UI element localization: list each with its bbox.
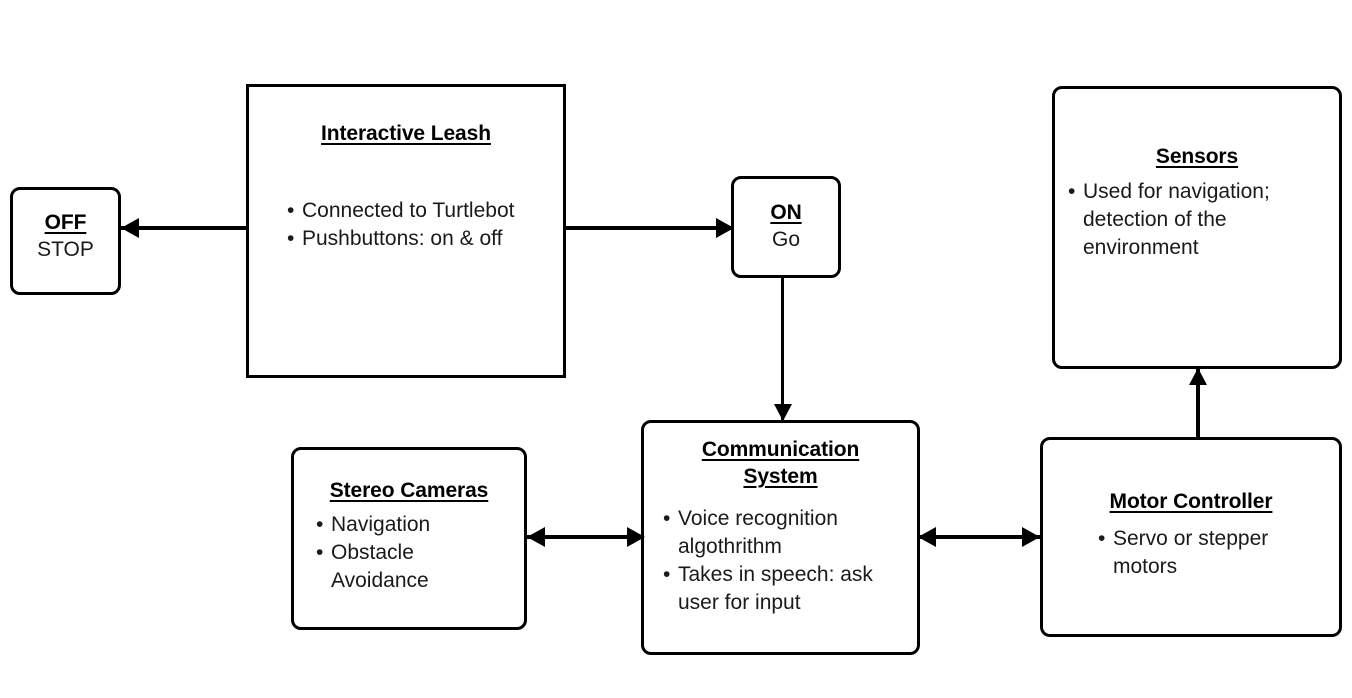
node-communication-system-bullets: Voice recognition algothrithm Takes in s… — [663, 505, 907, 617]
edge-leash-to-off-arrowhead — [121, 218, 139, 238]
node-off-title: OFF — [44, 211, 87, 234]
list-item: Used for navigation; detection of the en… — [1068, 178, 1277, 262]
edge-on-to-comm-line — [781, 276, 784, 421]
list-item: Servo or stepper motors — [1098, 525, 1305, 581]
edge-comm-motor-line — [918, 535, 1040, 539]
list-item: Connected to Turtlebot — [287, 197, 549, 225]
node-sensors-bullets: Used for navigation; detection of the en… — [1068, 178, 1277, 262]
list-item: Voice recognition algothrithm — [663, 505, 907, 561]
node-on-subtitle: Go — [771, 228, 800, 251]
edge-on-to-comm-arrowhead — [774, 404, 792, 421]
node-on[interactable]: ON Go — [731, 176, 841, 278]
edge-motor-to-sensors-line — [1196, 368, 1200, 440]
node-motor-controller[interactable]: Motor Controller Servo or stepper motors — [1040, 437, 1342, 637]
node-motor-controller-title: Motor Controller — [1109, 490, 1273, 513]
list-item: Pushbuttons: on & off — [287, 225, 549, 253]
node-communication-system-title-line2: System — [743, 465, 818, 488]
list-item: Takes in speech: ask user for input — [663, 561, 907, 617]
edge-cameras-comm-arrowhead-right — [627, 527, 645, 547]
edge-cameras-comm-line — [527, 535, 645, 539]
edge-leash-to-on-arrowhead — [716, 218, 734, 238]
edge-leash-to-on-line — [566, 226, 734, 230]
node-communication-system[interactable]: Communication System Voice recognition a… — [641, 420, 920, 655]
node-off-subtitle: STOP — [37, 238, 94, 261]
edge-comm-motor-arrowhead-left — [918, 527, 936, 547]
node-off[interactable]: OFF STOP — [10, 187, 121, 295]
node-sensors[interactable]: Sensors Used for navigation; detection o… — [1052, 86, 1342, 369]
node-communication-system-title-line1: Communication — [701, 438, 860, 461]
edge-cameras-comm-arrowhead-left — [527, 527, 545, 547]
node-interactive-leash-title: Interactive Leash — [321, 122, 491, 145]
edge-motor-to-sensors-arrowhead — [1189, 368, 1207, 385]
list-item: Navigation — [316, 511, 512, 539]
node-interactive-leash[interactable]: Interactive Leash Connected to Turtlebot… — [246, 84, 566, 378]
node-interactive-leash-bullets: Connected to Turtlebot Pushbuttons: on &… — [287, 197, 549, 253]
node-stereo-cameras[interactable]: Stereo Cameras Navigation Obstacle Avoid… — [291, 447, 527, 630]
edge-comm-motor-arrowhead-right — [1022, 527, 1040, 547]
edge-leash-to-off-line — [30, 226, 248, 230]
node-stereo-cameras-bullets: Navigation Obstacle Avoidance — [316, 511, 512, 595]
node-sensors-title: Sensors — [1155, 145, 1239, 168]
list-item: Obstacle Avoidance — [316, 539, 512, 595]
node-stereo-cameras-title: Stereo Cameras — [329, 479, 489, 502]
node-on-title: ON — [770, 201, 802, 224]
node-motor-controller-bullets: Servo or stepper motors — [1098, 525, 1305, 581]
